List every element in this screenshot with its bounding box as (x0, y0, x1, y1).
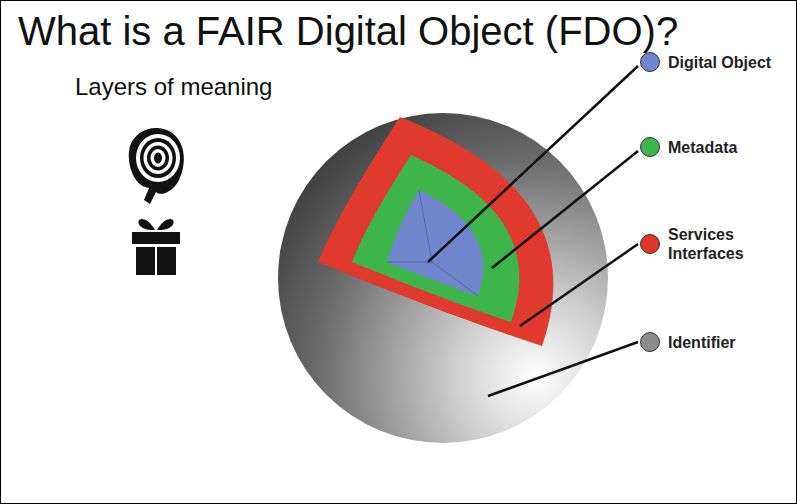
legend-label: Services Interfaces (668, 225, 768, 263)
slide-title: What is a FAIR Digital Object (FDO)? (18, 6, 678, 56)
legend-swatch (640, 234, 660, 254)
subtitle: Layers of meaning (75, 72, 272, 102)
legend-label: Digital Object (668, 53, 771, 72)
legend-item: Identifier (640, 332, 736, 352)
gift-icon (132, 219, 180, 275)
services-layer (318, 117, 553, 346)
digital-object-core (387, 190, 483, 296)
legend-item: Services Interfaces (640, 225, 768, 263)
legend-label: Identifier (668, 333, 736, 352)
core-edges (387, 190, 478, 296)
legend-swatch (640, 52, 660, 72)
legend-swatch (640, 332, 660, 352)
identifier-sphere (278, 113, 608, 443)
legend-item: Metadata (640, 137, 737, 157)
onion-icon (129, 128, 184, 204)
legend-swatch (640, 137, 660, 157)
metadata-layer (352, 155, 519, 322)
legend-item: Digital Object (640, 52, 771, 72)
legend-label: Metadata (668, 138, 737, 157)
leader-lines (428, 66, 638, 396)
